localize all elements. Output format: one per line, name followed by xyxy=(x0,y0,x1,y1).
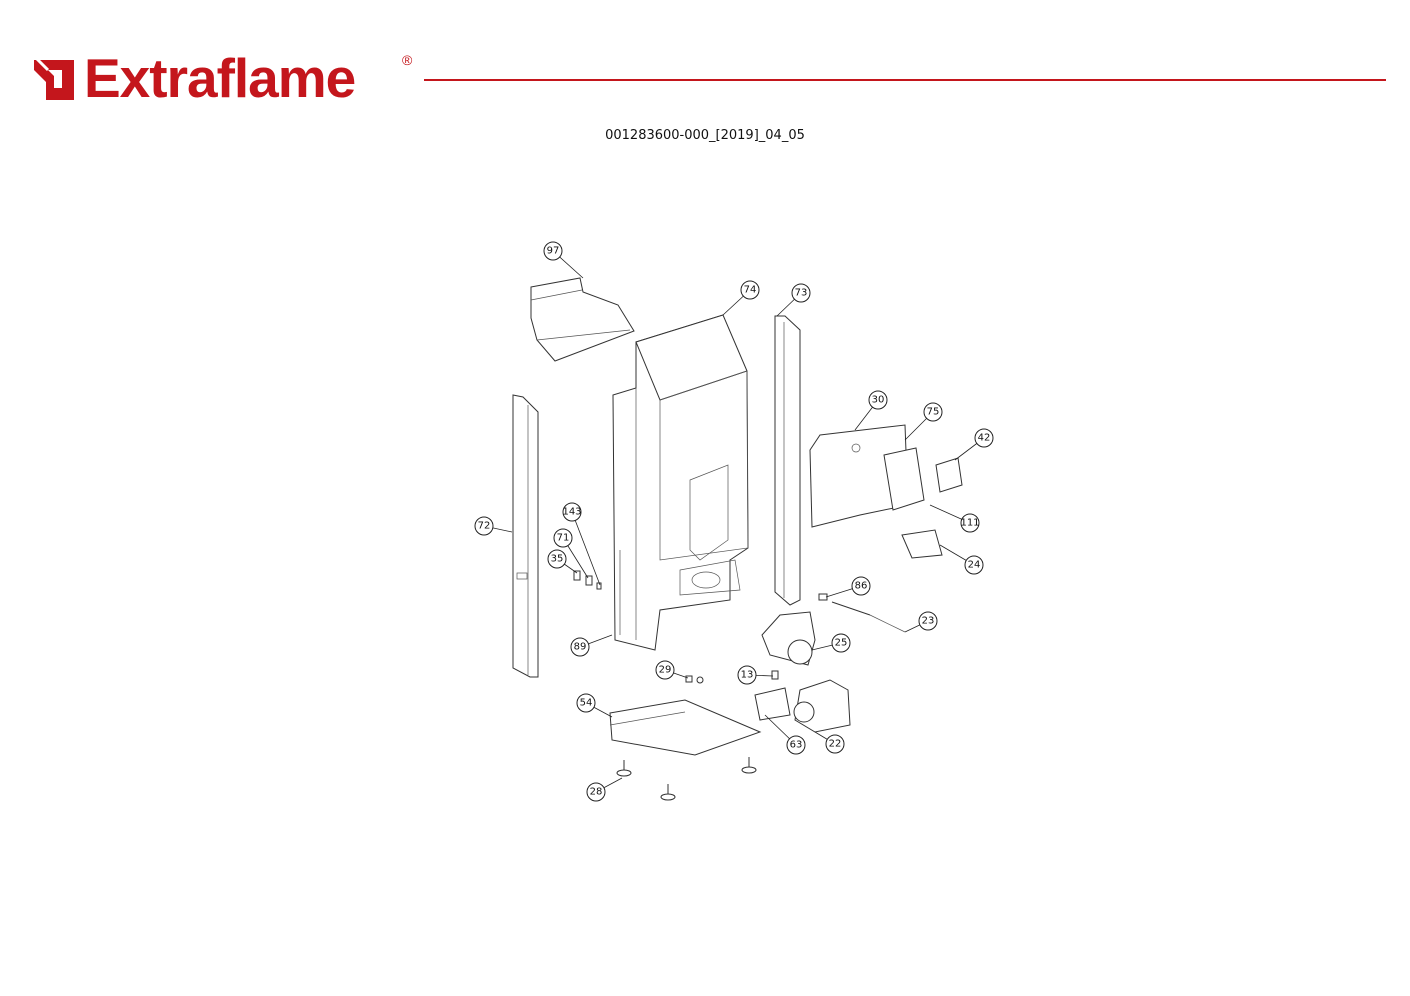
header-rule xyxy=(424,79,1386,81)
callout-54: 54 xyxy=(576,693,613,718)
callout-label: 143 xyxy=(562,507,581,518)
callout-circle xyxy=(576,693,596,713)
callout-label: 25 xyxy=(835,638,848,649)
callout-label: 24 xyxy=(968,560,981,571)
brand-logo: Extraflame xyxy=(34,47,356,109)
callout-circle xyxy=(553,528,573,548)
callout-71: 71 xyxy=(553,528,589,579)
part-top-cover xyxy=(530,277,635,362)
registered-mark: ® xyxy=(402,52,413,68)
part-feet xyxy=(616,757,757,801)
callout-circle xyxy=(586,782,606,802)
callout-72: 72 xyxy=(474,516,513,536)
leader-line xyxy=(571,511,601,586)
part-blower xyxy=(754,670,851,733)
callout-24: 24 xyxy=(939,544,984,575)
callout-97: 97 xyxy=(543,241,584,279)
callout-label: 29 xyxy=(659,665,672,676)
callout-circle xyxy=(547,549,567,569)
callout-13: 13 xyxy=(737,665,774,685)
part-left-column xyxy=(512,394,539,678)
callout-89: 89 xyxy=(570,634,613,657)
callout-label: 23 xyxy=(922,616,935,627)
callout-28: 28 xyxy=(586,777,623,802)
part-29-fitting xyxy=(685,675,704,684)
callout-74: 74 xyxy=(722,280,760,316)
callout-circle xyxy=(868,390,888,410)
brand-name: Extraflame xyxy=(84,47,356,109)
callout-circle xyxy=(960,513,980,533)
callout-circle xyxy=(786,735,806,755)
callout-63: 63 xyxy=(764,714,806,755)
callout-35: 35 xyxy=(547,549,578,574)
callout-circle xyxy=(964,555,984,575)
part-main-body xyxy=(612,314,749,651)
callout-label: 71 xyxy=(557,533,570,544)
callout-circle xyxy=(831,633,851,653)
part-small-brackets xyxy=(573,570,602,590)
callout-label: 30 xyxy=(872,395,885,406)
part-base-plate xyxy=(609,699,762,756)
logo-mark-icon xyxy=(34,56,80,102)
callout-label: 63 xyxy=(790,740,803,751)
callout-label: 22 xyxy=(829,739,842,750)
callout-label: 54 xyxy=(580,698,593,709)
callout-label: 86 xyxy=(855,581,868,592)
callout-circle xyxy=(791,283,811,303)
callout-86: 86 xyxy=(825,576,871,598)
callout-circle xyxy=(570,637,590,657)
callout-25: 25 xyxy=(811,633,851,653)
callout-label: 28 xyxy=(590,787,603,798)
callout-label: 35 xyxy=(551,554,564,565)
callout-75: 75 xyxy=(904,402,943,441)
callout-label: 74 xyxy=(744,285,757,296)
callout-label: 75 xyxy=(927,407,940,418)
callout-23: 23 xyxy=(904,611,938,633)
callout-73: 73 xyxy=(776,283,811,317)
part-exhaust-fan xyxy=(761,611,816,666)
callout-label: 111 xyxy=(960,518,979,529)
callout-circle xyxy=(562,502,582,522)
callout-circle xyxy=(474,516,494,536)
part-42-cover xyxy=(935,457,963,493)
callout-22: 22 xyxy=(814,731,845,754)
callout-label: 89 xyxy=(574,642,587,653)
callout-circle xyxy=(923,402,943,422)
callout-label: 73 xyxy=(795,288,808,299)
callout-circle xyxy=(655,660,675,680)
callout-30: 30 xyxy=(854,390,888,431)
part-24-motor xyxy=(901,529,943,559)
callout-circle xyxy=(918,611,938,631)
callout-circle xyxy=(737,665,757,685)
callout-circle xyxy=(740,280,760,300)
callout-143: 143 xyxy=(562,502,601,586)
callout-111: 111 xyxy=(929,504,980,533)
callout-circle xyxy=(825,734,845,754)
callout-circle xyxy=(974,428,994,448)
callout-label: 42 xyxy=(978,433,991,444)
callout-label: 97 xyxy=(547,246,560,257)
callout-label: 72 xyxy=(478,521,491,532)
callout-label: 13 xyxy=(741,670,754,681)
callout-42: 42 xyxy=(954,428,994,461)
callout-circle xyxy=(543,241,563,261)
callout-circle xyxy=(851,576,871,596)
part-sensor xyxy=(818,593,906,633)
callout-29: 29 xyxy=(655,660,689,680)
part-rear-panel xyxy=(809,424,925,528)
part-right-column xyxy=(774,315,801,606)
document-code: 001283600-000_[2019]_04_05 xyxy=(605,128,805,143)
